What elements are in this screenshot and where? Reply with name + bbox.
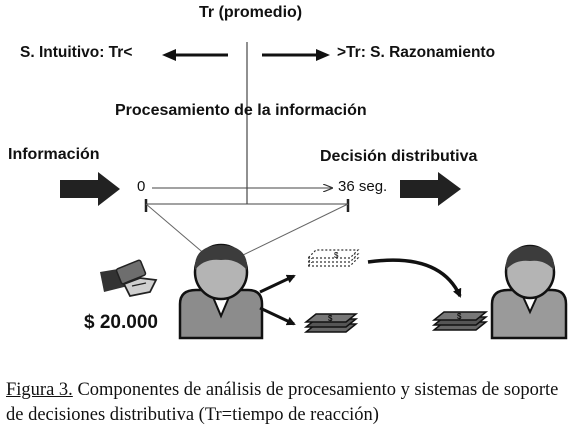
intuitive-system-label: S. Intuitivo: Tr< (20, 44, 133, 61)
funnel-line-right (240, 203, 349, 257)
amount-label: $ 20.000 (84, 312, 158, 333)
processing-label: Procesamiento de la información (115, 102, 367, 119)
reasoning-arrow (262, 49, 330, 61)
average-tr-label: Tr (promedio) (199, 4, 303, 21)
arrow-to-kept-money (259, 306, 296, 326)
kept-money-stack-icon: $ (303, 313, 359, 333)
hand-money-icon (100, 259, 158, 298)
svg-text:$: $ (457, 312, 462, 321)
caption-text: Componentes de análisis de procesamiento… (6, 380, 559, 425)
decision-output-arrow (400, 172, 461, 206)
arrow-to-dotted-money (259, 274, 296, 294)
dotted-money-stack-icon: $ (306, 249, 360, 267)
timeline (144, 188, 350, 212)
decision-maker-person-icon (178, 243, 264, 340)
curved-transfer-arrow (367, 258, 462, 298)
receiver-person-icon (490, 244, 568, 340)
reasoning-system-label: >Tr: S. Razonamiento (337, 44, 496, 61)
information-input-arrow (60, 172, 120, 206)
information-label: Información (8, 146, 100, 163)
figure-caption: Figura 3. Componentes de análisis de pro… (6, 378, 572, 428)
timeline-start-label: 0 (137, 178, 146, 195)
svg-text:$: $ (328, 314, 333, 323)
intuitive-arrow (162, 49, 228, 61)
svg-text:$: $ (334, 251, 339, 260)
timeline-end-label: 36 seg. (338, 178, 388, 195)
figure-number: Figura 3. (6, 380, 73, 400)
funnel-line-left (145, 203, 208, 257)
distributive-decision-label: Decisión distributiva (320, 148, 478, 165)
given-money-stack-icon: $ (431, 311, 489, 331)
